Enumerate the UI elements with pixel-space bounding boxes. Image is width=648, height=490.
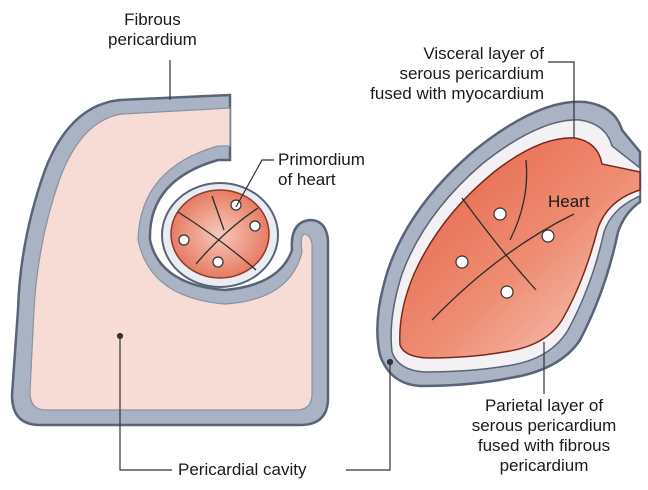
label-heart: Heart (548, 192, 590, 212)
right-figure (377, 102, 640, 386)
leader-cavity-right-dot (388, 360, 393, 365)
label-line: serous pericardium (292, 64, 544, 84)
right-heart-dot (542, 230, 554, 242)
right-heart-dot (456, 256, 468, 268)
left-heart-dot (179, 235, 189, 245)
label-line: Visceral layer of (292, 44, 544, 64)
label-line: fused with myocardium (292, 84, 544, 104)
label-pericardial-cavity: Pericardial cavity (178, 460, 307, 480)
leader-cavity-left-dot (118, 334, 123, 339)
label-line: Parietal layer of (446, 396, 642, 416)
left-heart-dot (250, 221, 260, 231)
left-figure (12, 95, 328, 425)
label-line: of heart (278, 170, 365, 190)
label-line: Fibrous (108, 10, 197, 30)
label-parietal-layer: Parietal layer of serous pericardium fus… (446, 396, 642, 476)
label-line: Primordium (278, 150, 365, 170)
right-heart-dot (501, 286, 513, 298)
label-visceral-layer: Visceral layer of serous pericardium fus… (292, 44, 544, 104)
label-line: fused with fibrous (446, 436, 642, 456)
leader-cavity-right (346, 362, 390, 470)
label-primordium-of-heart: Primordium of heart (278, 150, 365, 190)
label-fibrous-pericardium: Fibrous pericardium (108, 10, 197, 50)
label-line: serous pericardium (446, 416, 642, 436)
right-heart-dot (494, 208, 506, 220)
left-heart-dot (213, 257, 223, 267)
label-line: pericardium (446, 456, 642, 476)
label-line: pericardium (108, 30, 197, 50)
